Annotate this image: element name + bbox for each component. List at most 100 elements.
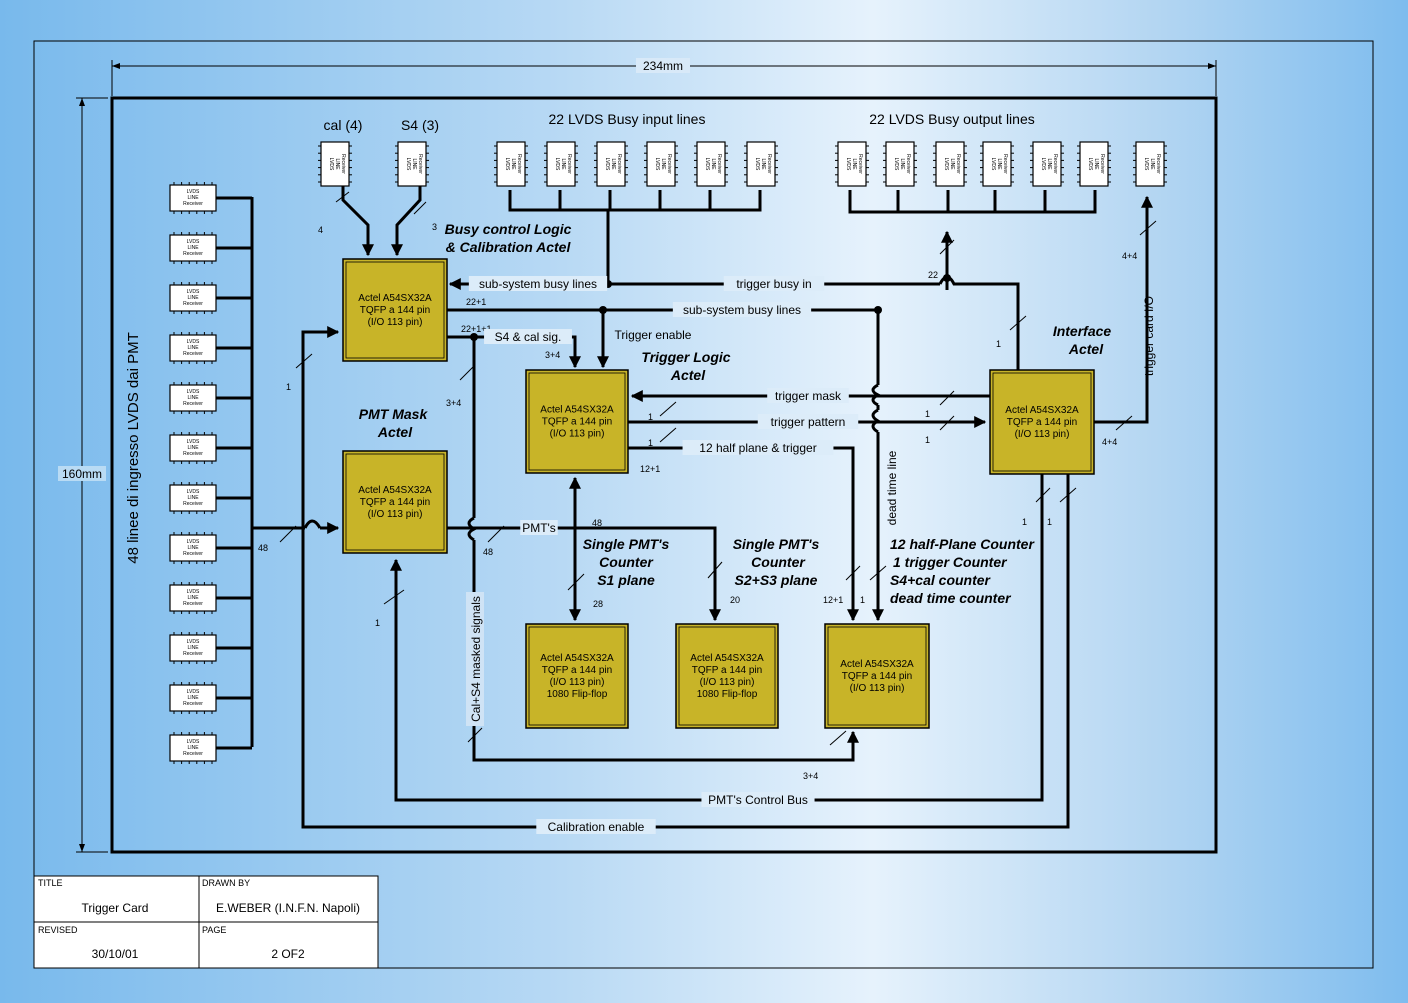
drawn-by-value: E.WEBER (I.N.F.N. Napoli) (216, 901, 360, 915)
svg-text:LINE: LINE (1149, 158, 1155, 170)
svg-text:Actel: Actel (377, 424, 413, 440)
svg-text:Receiver: Receiver (616, 154, 622, 174)
signal-trigger-enable: Trigger enable (615, 328, 692, 342)
s4-header: S4 (3) (401, 117, 439, 133)
svg-text:1: 1 (925, 409, 930, 419)
svg-text:TQFP a 144 pin: TQFP a 144 pin (542, 665, 612, 676)
svg-text:LINE: LINE (187, 595, 199, 601)
svg-text:TQFP a 144 pin: TQFP a 144 pin (1007, 417, 1077, 428)
svg-text:TQFP a 144 pin: TQFP a 144 pin (360, 497, 430, 508)
svg-text:Trigger enable: Trigger enable (615, 328, 692, 342)
svg-text:LINE: LINE (187, 245, 199, 251)
svg-text:LVDS: LVDS (704, 158, 710, 171)
svg-text:Receiver: Receiver (716, 154, 722, 174)
busy-output-header: 22 LVDS Busy output lines (869, 111, 1035, 127)
svg-text:TQFP a 144 pin: TQFP a 144 pin (842, 671, 912, 682)
svg-text:Receiver: Receiver (955, 154, 961, 174)
svg-text:20: 20 (730, 595, 740, 605)
svg-text:3+4: 3+4 (446, 398, 461, 408)
svg-text:48: 48 (592, 518, 602, 528)
svg-text:48: 48 (258, 543, 268, 553)
svg-text:LVDS: LVDS (754, 158, 760, 171)
svg-text:Receiver: Receiver (183, 301, 203, 307)
svg-text:22+1: 22+1 (466, 297, 486, 307)
svg-text:LVDS: LVDS (187, 439, 200, 445)
svg-text:Receiver: Receiver (1052, 154, 1058, 174)
svg-text:LINE: LINE (187, 695, 199, 701)
svg-text:Receiver: Receiver (857, 154, 863, 174)
svg-text:LINE: LINE (187, 195, 199, 201)
height-label: 160mm (62, 467, 102, 481)
svg-text:Receiver: Receiver (905, 154, 911, 174)
svg-text:LVDS: LVDS (187, 689, 200, 695)
svg-text:S4 & cal sig.: S4 & cal sig. (495, 330, 562, 344)
svg-text:Receiver: Receiver (340, 154, 346, 174)
svg-text:Actel: Actel (670, 367, 706, 383)
svg-text:LVDS: LVDS (187, 239, 200, 245)
svg-text:Receiver: Receiver (566, 154, 572, 174)
svg-text:22: 22 (928, 270, 938, 280)
svg-text:(I/O 113 pin): (I/O 113 pin) (550, 429, 605, 440)
svg-text:Actel A54SX32A: Actel A54SX32A (690, 653, 764, 664)
svg-text:LINE: LINE (1093, 158, 1099, 170)
signal-pmts: PMT's (520, 520, 558, 535)
svg-text:LVDS: LVDS (187, 639, 200, 645)
left-lvds-receivers: LVDSLINEReceiverLVDSLINEReceiverLVDSLINE… (169, 182, 252, 764)
svg-text:4+4: 4+4 (1102, 437, 1117, 447)
svg-text:Receiver: Receiver (766, 154, 772, 174)
svg-text:LVDS: LVDS (187, 539, 200, 545)
svg-text:(I/O 113 pin): (I/O 113 pin) (850, 683, 905, 694)
svg-text:LVDS: LVDS (654, 158, 660, 171)
svg-text:(I/O 113 pin): (I/O 113 pin) (368, 317, 423, 328)
signal-half-plane-trigger: 12 half plane & trigger (682, 440, 834, 455)
svg-text:LINE: LINE (996, 158, 1002, 170)
svg-text:1: 1 (648, 412, 653, 422)
svg-text:28: 28 (593, 599, 603, 609)
svg-text:Actel A54SX32A: Actel A54SX32A (540, 405, 614, 416)
board-outline (110, 96, 1218, 854)
svg-text:LINE: LINE (510, 158, 516, 170)
svg-text:12 half-Plane Counter: 12 half-Plane Counter (890, 536, 1035, 552)
svg-text:LVDS: LVDS (187, 589, 200, 595)
svg-text:1: 1 (375, 618, 380, 628)
title-block: TITLE Trigger Card DRAWN BY E.WEBER (I.N… (33, 875, 379, 969)
svg-text:Receiver: Receiver (183, 401, 203, 407)
svg-text:Actel A54SX32A: Actel A54SX32A (358, 485, 432, 496)
svg-text:LINE: LINE (187, 395, 199, 401)
svg-text:DRAWN BY: DRAWN BY (202, 878, 250, 888)
left-vertical-label: 48 linee di ingresso LVDS dai PMT (125, 332, 142, 564)
svg-text:LVDS: LVDS (187, 289, 200, 295)
dead-time-label: dead time line (885, 450, 899, 525)
svg-text:LINE: LINE (560, 158, 566, 170)
svg-text:TITLE: TITLE (38, 878, 63, 888)
svg-text:(I/O 113 pin): (I/O 113 pin) (1015, 429, 1070, 440)
svg-text:S1 plane: S1 plane (597, 572, 655, 588)
svg-text:(I/O 113 pin): (I/O 113 pin) (550, 677, 605, 688)
svg-text:Calibration enable: Calibration enable (548, 820, 645, 834)
signal-trigger-mask: trigger mask (767, 388, 849, 403)
svg-text:& Calibration Actel: & Calibration Actel (446, 239, 572, 255)
svg-text:Receiver: Receiver (183, 551, 203, 557)
signal-sub-busy-1: sub-system busy lines (468, 276, 608, 291)
svg-text:trigger mask: trigger mask (775, 389, 842, 403)
